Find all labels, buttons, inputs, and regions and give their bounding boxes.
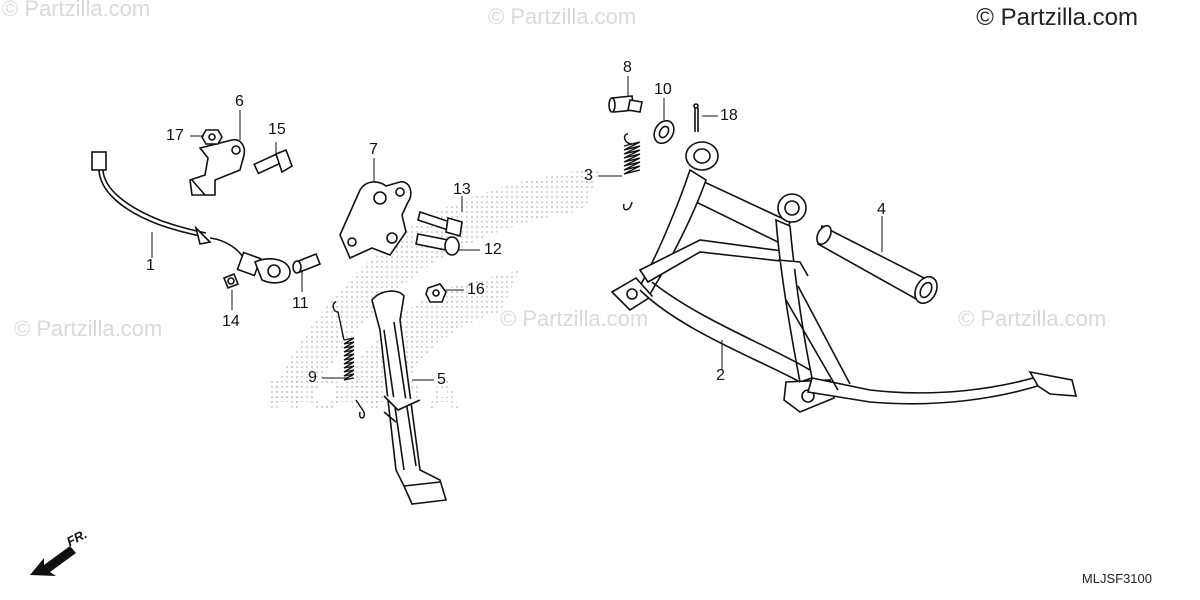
- nut-16: [425, 283, 447, 303]
- pin-8: [608, 95, 643, 113]
- side-stand: [371, 290, 448, 505]
- bolt-13: [417, 210, 463, 238]
- watermark-top-center: © Partzilla.com: [488, 4, 637, 29]
- callout-6: 6: [235, 93, 244, 110]
- nut-17: [201, 129, 223, 145]
- bolt-15: [253, 148, 293, 175]
- watermark-main: © Partzilla.com: [976, 4, 1138, 31]
- cotter-pin-18: [693, 103, 699, 132]
- pin-11: [292, 252, 322, 274]
- callout-14: 14: [222, 313, 240, 330]
- pivot-pipe: [816, 224, 938, 305]
- callout-12: 12: [484, 241, 502, 258]
- spring-9: [332, 301, 366, 419]
- leader-lines: [151, 76, 883, 381]
- callout-9: 9: [308, 369, 317, 386]
- callout-13: 13: [453, 181, 471, 198]
- switch-bracket: [189, 138, 246, 196]
- side-stand-switch: [91, 151, 291, 284]
- bolt-14: [222, 272, 240, 290]
- watermark-mid-left: © Partzilla.com: [14, 316, 163, 341]
- callout-11: 11: [292, 295, 309, 312]
- callout-5: 5: [437, 371, 446, 388]
- watermark-mid-center: © Partzilla.com: [500, 306, 649, 331]
- watermark-mid-right: © Partzilla.com: [958, 306, 1107, 331]
- callout-7: 7: [369, 141, 378, 158]
- callout-1: 1: [146, 257, 155, 274]
- bolt-12: [415, 233, 460, 256]
- main-stand: [610, 141, 1078, 413]
- callout-16: 16: [467, 281, 485, 298]
- front-direction-arrow: [30, 546, 76, 576]
- callout-2: 2: [716, 367, 725, 384]
- callout-18: 18: [720, 107, 738, 124]
- diagram-code: MLJSF3100: [1081, 571, 1152, 586]
- callout-15: 15: [268, 121, 286, 138]
- callout-10: 10: [654, 81, 672, 98]
- watermark-top-left: © Partzilla.com: [2, 0, 151, 21]
- callout-4: 4: [877, 201, 886, 218]
- pivot-plate: [339, 181, 412, 260]
- washer-10: [653, 119, 675, 145]
- callout-3: 3: [584, 167, 593, 184]
- spring-3: [622, 133, 641, 211]
- callout-17: 17: [166, 127, 184, 144]
- callout-8: 8: [623, 59, 632, 76]
- honda-wing-logo: HONDA: [268, 168, 600, 420]
